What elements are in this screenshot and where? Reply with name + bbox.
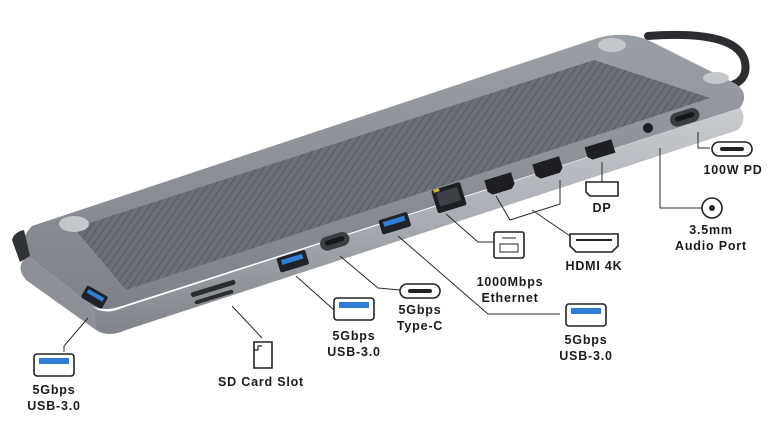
hdmi-port [532,156,563,179]
leader-line [339,255,401,291]
leader-line [697,132,710,149]
leader-line [445,213,494,243]
usb-a-blue-icon [565,303,607,327]
hub-front-face [92,108,744,334]
usb-a-port [378,212,411,235]
cable [644,30,750,90]
sd-slot [190,279,236,305]
ethernet-port [431,182,467,214]
leader-line [63,317,89,352]
displayport-icon [585,181,619,197]
displayport-port [584,139,616,160]
usb-front-speed: 5Gbps [332,329,376,343]
leader-line [231,305,263,339]
usb-c-icon [711,141,753,157]
audio-type: Audio Port [675,239,747,253]
leader-line [397,235,560,315]
audio-jack [643,123,653,133]
rubber-foot [59,216,89,232]
hdmi-port [484,172,515,195]
usb-c-port [670,107,700,127]
usb-a-blue-icon [333,297,375,321]
ethernet-speed: 1000Mbps [476,275,544,289]
usb-left-type: USB-3.0 [27,399,81,413]
ethernet-type: Ethernet [481,291,539,305]
usb-a-port [276,250,309,273]
usb-front-type: USB-3.0 [327,345,381,359]
usb-right-speed: 5Gbps [564,333,608,347]
hub-left-edge [12,230,30,262]
callout-label-sd: SD Card Slot [206,374,316,390]
callout-label-hdmi: HDMI 4K [564,258,624,274]
typec-speed: 5Gbps [398,303,442,317]
sd-card-icon [253,341,273,369]
callout-label-ethernet: 1000Mbps Ethernet [472,274,548,306]
audio-size: 3.5mm [689,223,733,237]
rubber-foot [598,38,626,52]
callout-label-dp: DP [586,200,618,216]
dp-label: DP [592,201,612,215]
usb-c-port [320,231,350,251]
typec-type: Type-C [396,319,444,333]
hub-textured-panel [74,60,710,290]
usb-a-blue-icon [33,353,75,377]
hub-left-face [20,256,96,330]
usb-left-speed: 5Gbps [32,383,76,397]
callout-label-usb-right: 5Gbps USB-3.0 [556,332,616,364]
callout-label-typec: 5Gbps Type-C [390,302,450,334]
rj45-icon [493,231,525,259]
callout-label-audio: 3.5mm Audio Port [666,222,756,254]
callout-label-pd: 100W PD [700,162,766,178]
audio-jack-icon [701,197,723,219]
hdmi-label: HDMI 4K [565,259,623,273]
pd-label: 100W PD [703,163,763,177]
usb-right-type: USB-3.0 [559,349,613,363]
callout-label-usb-front: 5Gbps USB-3.0 [324,328,384,360]
hdmi-icon [569,233,619,253]
rubber-foot [703,72,729,84]
usb-a-port [81,285,108,309]
leader-line [659,148,702,209]
callout-label-usb-left: 5Gbps USB-3.0 [24,382,84,414]
leader-line [531,209,571,237]
sd-label: SD Card Slot [218,375,304,389]
usb-c-icon [399,283,441,299]
